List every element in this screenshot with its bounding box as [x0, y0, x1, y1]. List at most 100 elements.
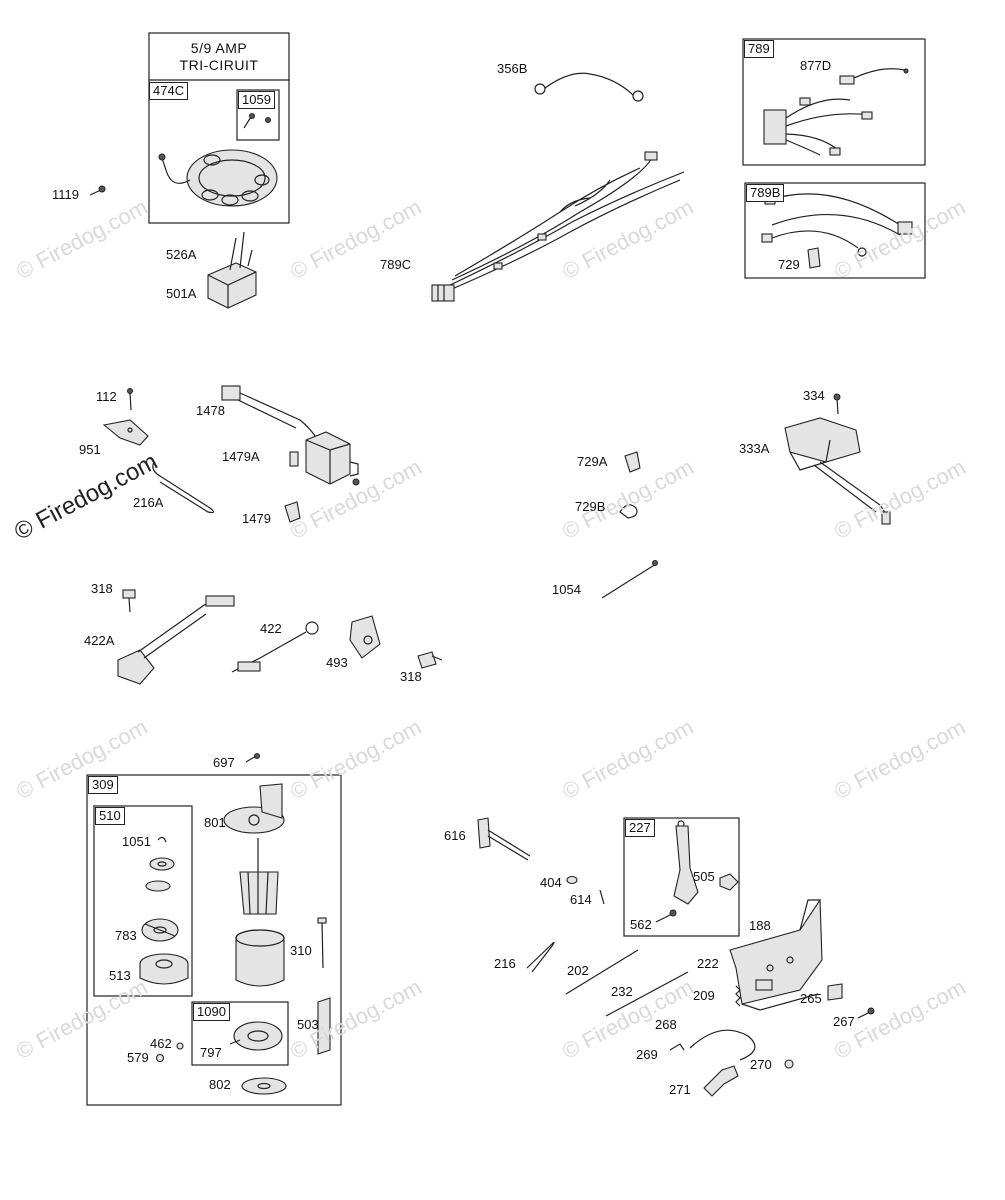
screw-1119-part — [89, 185, 106, 196]
box-309-frame — [86, 774, 342, 1106]
bracket-222-part — [729, 898, 823, 1011]
box-label-789: 789 — [744, 40, 774, 58]
screw-1059-part — [243, 113, 271, 129]
screw-697-part — [245, 753, 260, 763]
box-789-frame — [742, 38, 926, 166]
part-label: 526A — [166, 247, 197, 262]
drive-513-part — [139, 953, 189, 985]
clip-729B-part — [619, 504, 638, 519]
box-510-frame — [93, 805, 193, 997]
cable-422-part — [231, 621, 319, 673]
part-label: 1119 — [52, 187, 79, 202]
terminal-493-part — [349, 615, 381, 659]
part-label: 188 — [749, 918, 771, 933]
gear-783-part — [141, 918, 179, 942]
part-label: 501A — [166, 286, 197, 301]
lead-356B-part — [534, 72, 644, 102]
harness-877D-part — [763, 68, 909, 156]
nut-505-part — [719, 873, 739, 891]
spacer-1479A-part — [289, 451, 299, 467]
shaft-616-part — [477, 817, 531, 861]
plate-802-part — [241, 1077, 287, 1095]
part-label: 1479 — [242, 511, 271, 526]
coil-333A-part — [784, 393, 891, 525]
box-789B-frame — [744, 182, 926, 279]
box-1059-frame — [236, 89, 280, 141]
bolt-318-lower-part — [417, 651, 443, 669]
part-label: 951 — [79, 442, 101, 457]
part-label: 269 — [636, 1047, 658, 1062]
box-label-1090: 1090 — [193, 1003, 230, 1021]
pin-614-part — [599, 889, 605, 905]
clip-1051-part — [157, 836, 167, 843]
part-label: 310 — [290, 943, 312, 958]
part-label: 729A — [577, 454, 608, 469]
box-label-789B: 789B — [746, 184, 785, 202]
wire-1054-part — [601, 560, 658, 599]
part-label: 267 — [833, 1014, 855, 1029]
bolt-562-part — [655, 909, 677, 923]
box-tri-circuit-frame — [148, 32, 290, 224]
part-label: 877D — [800, 58, 832, 73]
part-label: 797 — [200, 1045, 222, 1060]
part-label: 789C — [380, 257, 412, 272]
box-label-1059: 1059 — [238, 91, 275, 109]
part-label: 616 — [444, 828, 466, 843]
regulator-part — [207, 231, 257, 309]
part-label: 729B — [575, 499, 606, 514]
nut-270-part — [784, 1059, 794, 1069]
part-label: 422 — [260, 621, 282, 636]
part-label: 1054 — [552, 582, 581, 597]
part-label: 493 — [326, 655, 348, 670]
link-216-part — [526, 941, 555, 973]
box-label-227: 227 — [625, 819, 655, 837]
box-label-309: 309 — [88, 776, 118, 794]
lever-271-part — [703, 1065, 739, 1097]
spring-209-part — [735, 985, 741, 1007]
part-label: 462 — [150, 1036, 172, 1051]
part-label: 112 — [96, 389, 117, 404]
solenoid-1478-part — [221, 385, 360, 486]
spring-269-part — [669, 1043, 685, 1051]
title-line-2: TRI-CIRUIT — [179, 57, 259, 73]
part-label: 232 — [611, 984, 633, 999]
part-label: 216A — [133, 495, 164, 510]
washer-part — [145, 857, 175, 892]
cable-268-part — [689, 1029, 756, 1061]
part-label: 268 — [655, 1017, 677, 1032]
nut-1479-part — [284, 501, 301, 523]
clip-265-part — [827, 983, 843, 1001]
part-label: 318 — [400, 669, 422, 684]
part-label: 513 — [109, 968, 131, 983]
part-label: 422A — [84, 633, 115, 648]
title-line-1: 5/9 AMP — [190, 40, 248, 56]
part-label: 270 — [750, 1057, 772, 1072]
part-label: 801 — [204, 815, 226, 830]
harness-789C-part — [431, 151, 685, 302]
part-label: 404 — [540, 875, 562, 890]
box-227-frame — [623, 817, 740, 937]
part-label: 209 — [693, 988, 715, 1003]
part-label: 1051 — [122, 834, 151, 849]
part-label: 1479A — [222, 449, 260, 464]
part-label: 503 — [297, 1017, 319, 1032]
bracket-503-part — [317, 997, 331, 1055]
part-label: 802 — [209, 1077, 231, 1092]
part-label: 697 — [213, 755, 235, 770]
box-label-510: 510 — [95, 807, 125, 825]
washer-404-part — [566, 875, 578, 885]
stator-part — [158, 149, 278, 207]
screw-267-part — [857, 1007, 875, 1019]
part-label: 1478 — [196, 403, 225, 418]
bolt-310-part — [317, 917, 327, 969]
part-label: 729 — [778, 257, 800, 272]
cable-422A-part — [117, 595, 235, 685]
part-label: 202 — [567, 963, 589, 978]
part-label: 271 — [669, 1082, 691, 1097]
link-202-part — [565, 949, 639, 995]
part-label: 333A — [739, 441, 770, 456]
box-label-474C: 474C — [149, 82, 189, 100]
bracket-951-part — [102, 388, 215, 514]
part-label: 505 — [693, 869, 715, 884]
